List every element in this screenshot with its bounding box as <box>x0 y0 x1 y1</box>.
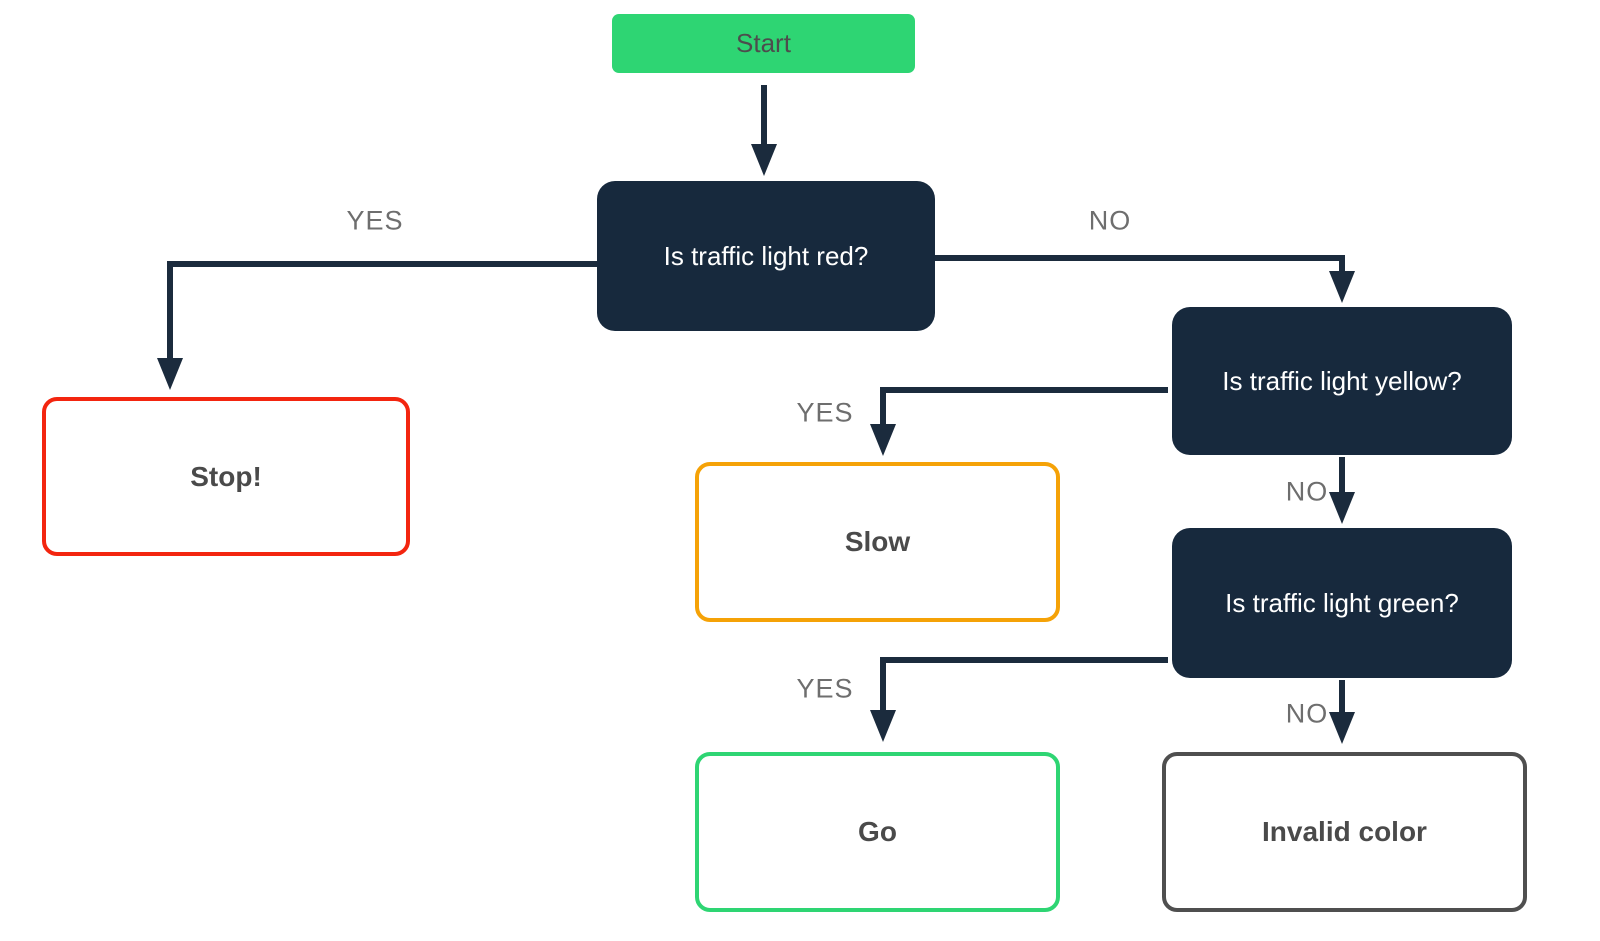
edge-label-red-no: NO <box>1088 205 1132 236</box>
node-stop-label: Stop! <box>190 460 262 492</box>
node-slow-label: Slow <box>844 526 911 557</box>
edge-label-red-yes: YES <box>346 205 404 236</box>
arrowhead-green-yes-to-go <box>870 710 896 742</box>
node-question-yellow: Is traffic light yellow? <box>1172 307 1512 455</box>
node-question-green-label: Is traffic light green? <box>1225 587 1459 618</box>
arrowhead-green-no-to-invalid <box>1329 712 1355 744</box>
node-stop: Stop! <box>42 397 410 556</box>
arrowhead-start-to-red <box>751 144 777 176</box>
edge-label-green-yes: YES <box>796 673 854 704</box>
node-invalid-color: Invalid color <box>1162 752 1527 912</box>
node-question-yellow-label: Is traffic light yellow? <box>1222 365 1462 396</box>
arrowhead-yellow-yes-to-slow <box>870 424 896 456</box>
arrowhead-red-yes-to-stop <box>157 358 183 390</box>
edge-label-green-no: NO <box>1285 698 1329 729</box>
node-go: Go <box>695 752 1060 912</box>
node-question-red-label: Is traffic light red? <box>663 240 869 271</box>
node-start: Start <box>612 14 915 73</box>
node-question-green: Is traffic light green? <box>1172 528 1512 678</box>
edge-label-yellow-yes: YES <box>796 397 854 428</box>
arrowhead-red-no-to-yellow <box>1329 271 1355 303</box>
edge-red-yes-to-stop <box>167 261 597 360</box>
node-start-label: Start <box>736 28 791 58</box>
edge-yellow-yes-to-slow <box>880 387 1168 426</box>
node-go-label: Go <box>858 816 897 847</box>
edge-label-yellow-no: NO <box>1285 476 1329 507</box>
node-invalid-color-label: Invalid color <box>1262 816 1427 847</box>
node-question-red: Is traffic light red? <box>597 181 935 331</box>
edge-green-yes-to-go <box>880 657 1168 712</box>
node-slow: Slow <box>695 462 1060 622</box>
arrowhead-yellow-no-to-green <box>1329 492 1355 524</box>
edge-red-no-to-yellow <box>935 255 1345 273</box>
